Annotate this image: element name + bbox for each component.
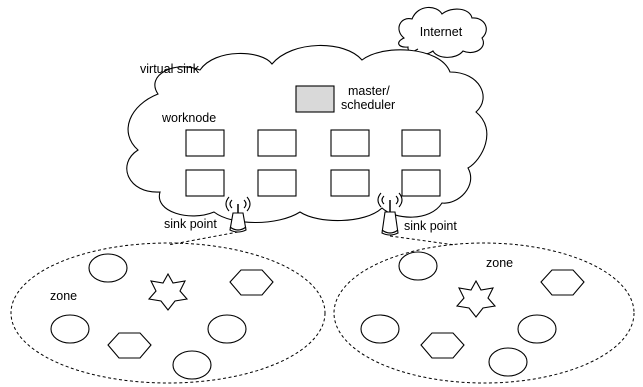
link-sink-right-zone-right xyxy=(389,235,456,246)
zone-left: zone xyxy=(10,242,326,384)
hexagon-icon xyxy=(229,269,274,296)
link-sink-left-zone-left xyxy=(167,231,239,246)
hexagon-icon xyxy=(107,332,152,359)
zone-right-label: zone xyxy=(486,256,513,270)
circle-icon xyxy=(398,251,438,281)
antenna-icon xyxy=(225,196,251,233)
sink-point-left-label: sink point xyxy=(164,217,217,231)
worknode-grid xyxy=(185,129,441,197)
circle-icon xyxy=(88,253,128,283)
star-icon xyxy=(455,279,497,318)
antenna-icon xyxy=(377,192,403,236)
zone-right: zone xyxy=(333,242,635,384)
master-label-line2: scheduler xyxy=(341,98,395,112)
internet-cloud: Internet xyxy=(398,6,487,58)
worknode-7 xyxy=(330,169,370,197)
internet-label: Internet xyxy=(420,25,463,39)
worknode-2 xyxy=(257,129,297,157)
hexagon-icon xyxy=(540,269,585,296)
master-label-line1: master/ xyxy=(348,84,390,98)
virtual-sink-label: virtual sink xyxy=(140,62,200,76)
circle-icon xyxy=(207,314,247,344)
zone-left-label: zone xyxy=(50,289,77,303)
worknode-1 xyxy=(185,129,225,157)
circle-icon xyxy=(50,314,90,344)
zone-left-boundary xyxy=(10,242,326,384)
star-icon xyxy=(147,272,189,311)
worknode-6 xyxy=(257,169,297,197)
circle-icon xyxy=(517,314,557,344)
worknode-3 xyxy=(330,129,370,157)
worknode-label: worknode xyxy=(161,111,216,125)
worknode-4 xyxy=(401,129,441,157)
master-scheduler-node xyxy=(295,85,335,113)
sink-point-left: sink point xyxy=(164,196,251,233)
circle-icon xyxy=(360,314,400,344)
worknode-5 xyxy=(185,169,225,197)
worknode-8 xyxy=(401,169,441,197)
circle-icon xyxy=(172,350,212,380)
sink-point-right-label: sink point xyxy=(404,219,457,233)
sink-point-right: sink point xyxy=(377,192,457,236)
hexagon-icon xyxy=(420,332,465,359)
circle-icon xyxy=(488,347,528,377)
zone-right-boundary xyxy=(333,242,635,384)
